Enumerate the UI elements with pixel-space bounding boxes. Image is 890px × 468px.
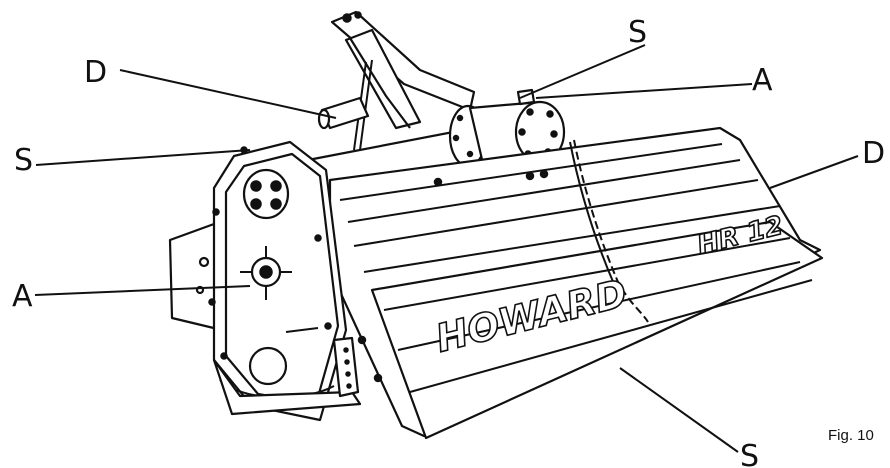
label-d-upper-left: D xyxy=(84,55,107,90)
side-gear-housing xyxy=(168,140,362,422)
callout-labels: D S A S D A S xyxy=(12,15,885,468)
leader-lines xyxy=(34,44,859,453)
label-s-bottom: S xyxy=(740,439,759,468)
pto-input-shaft xyxy=(317,96,370,130)
safety-chain xyxy=(569,139,649,323)
label-s-top: S xyxy=(628,15,647,50)
tiller-illustration: HOWARD HR 12 xyxy=(168,10,824,440)
label-d-right: D xyxy=(862,136,885,171)
figure-caption: Fig. 10 xyxy=(828,427,874,444)
tiller-body xyxy=(328,126,824,440)
label-a-top: A xyxy=(752,63,773,98)
label-s-left: S xyxy=(14,143,33,178)
hitch-mast xyxy=(330,10,476,151)
label-a-left: A xyxy=(12,279,33,314)
